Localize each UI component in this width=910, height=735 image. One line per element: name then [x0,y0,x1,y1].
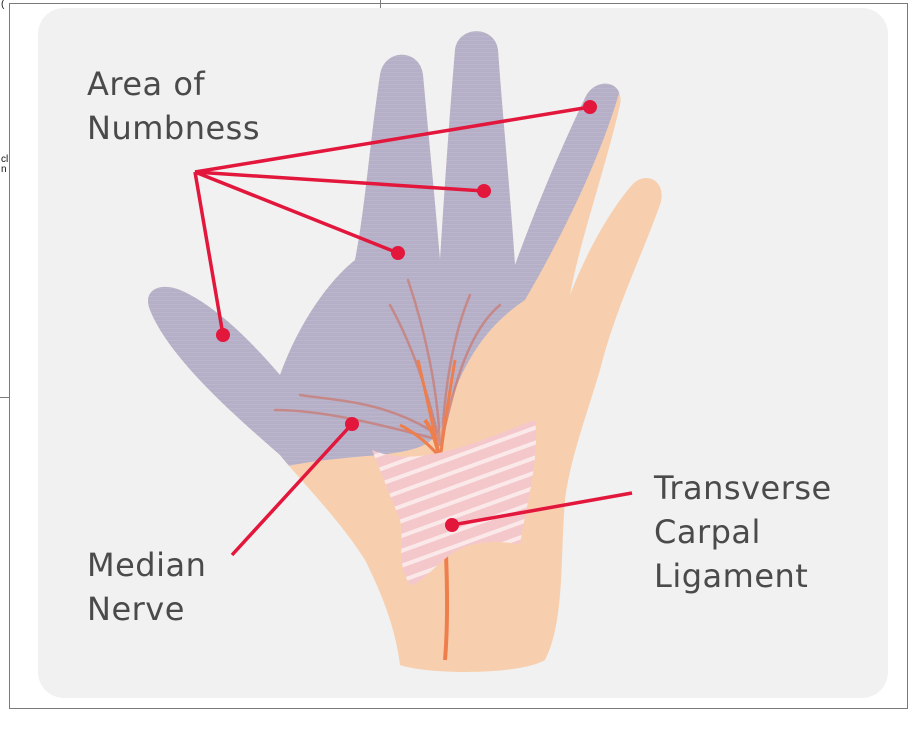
ligament-marker [445,518,459,532]
label-median-nerve: Median Nerve [87,543,206,631]
label-line: Area of [87,62,260,106]
label-line: Transverse [654,466,832,510]
label-line: Numbness [87,106,260,150]
median-nerve-marker [345,417,359,431]
label-line: Nerve [87,587,206,631]
label-area-of-numbness: Area of Numbness [87,62,260,150]
label-line: Carpal [654,510,832,554]
label-transverse-carpal-ligament: Transverse Carpal Ligament [654,466,832,598]
label-line: Median [87,543,206,587]
label-line: Ligament [654,554,832,598]
